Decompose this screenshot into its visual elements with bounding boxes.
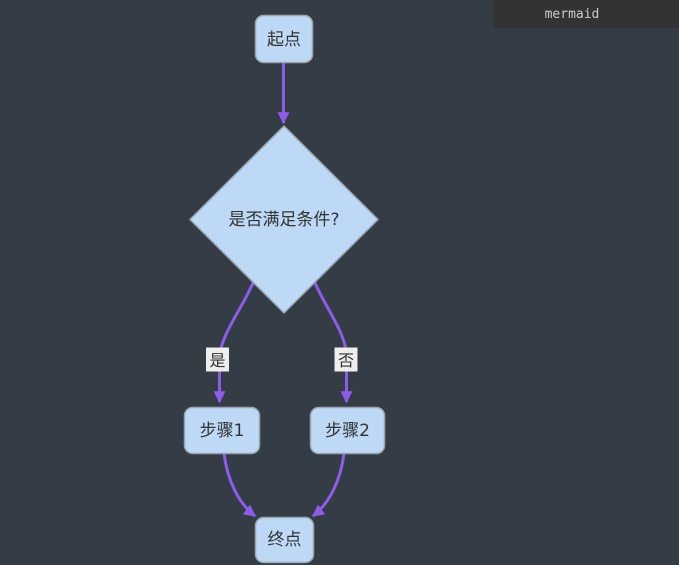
node-step1-shape (183, 406, 261, 455)
node-end-shape (254, 516, 315, 564)
edge-decision-to-step2 (313, 282, 353, 404)
node-end: 终点 (254, 516, 315, 564)
edge-decision-to-step1 (213, 282, 255, 404)
edge-label-yes-text: 是 (209, 351, 225, 370)
code-language-badge-label: mermaid (544, 6, 600, 22)
node-decision-shape (188, 124, 380, 315)
node-step2-shape (309, 406, 386, 455)
node-start-shape (254, 14, 314, 64)
node-step1: 步骤1 (183, 406, 261, 455)
node-start: 起点 (254, 14, 314, 64)
edge-label-yes-bg (206, 347, 229, 372)
node-step2-label: 步骤2 (325, 421, 370, 441)
edge-step1-to-end (222, 452, 256, 518)
edge-label-no-text: 否 (338, 351, 354, 370)
node-decision: 是否满足条件? (188, 124, 380, 315)
edge-label-no: 否 (334, 347, 358, 372)
node-step2: 步骤2 (309, 406, 386, 455)
edge-label-no-bg (334, 347, 358, 372)
node-step1-label: 步骤1 (200, 421, 245, 441)
node-end-label: 终点 (268, 530, 302, 550)
edge-step2-to-end (312, 452, 346, 518)
node-start-label: 起点 (267, 30, 301, 50)
node-decision-label: 是否满足条件? (228, 210, 339, 230)
edge-label-yes: 是 (206, 347, 229, 372)
code-language-badge: mermaid (493, 0, 679, 28)
